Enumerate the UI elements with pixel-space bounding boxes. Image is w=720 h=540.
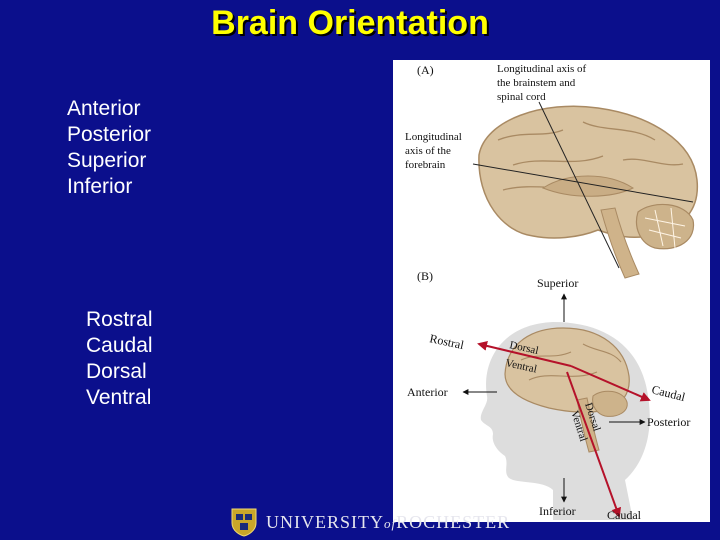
term-posterior: Posterior bbox=[67, 123, 152, 146]
term-rostral: Rostral bbox=[86, 308, 153, 331]
brainstem-axis-label-2: the brainstem and bbox=[497, 77, 576, 89]
brainstem-axis-line bbox=[538, 101, 620, 269]
caudal-brainstem-axis bbox=[566, 371, 621, 518]
rostral-axis bbox=[477, 340, 572, 367]
anterior-label: Anterior bbox=[407, 385, 448, 399]
brainstem-axis-label-3: spinal cord bbox=[497, 91, 546, 103]
university-name-of: of bbox=[384, 516, 397, 531]
university-footer: UNIVERSITYofROCHESTER bbox=[230, 507, 560, 537]
slide-title: Brain Orientation bbox=[211, 4, 489, 42]
panel-b-label: (B) bbox=[417, 269, 433, 283]
brain-orientation-figure: (A) Longitudinal axis of the brainstem a… bbox=[393, 60, 710, 522]
figure-svg: (A) Longitudinal axis of the brainstem a… bbox=[405, 63, 699, 522]
rostral-label: Rostral bbox=[428, 331, 465, 352]
panel-a-label: (A) bbox=[417, 63, 434, 77]
term-anterior: Anterior bbox=[67, 97, 141, 120]
term-superior: Superior bbox=[67, 149, 147, 172]
term-inferior: Inferior bbox=[67, 175, 133, 198]
university-name-part1: UNIVERSITY bbox=[266, 512, 384, 532]
caudal-top-label: Caudal bbox=[650, 382, 687, 404]
brainstem-axis-label-1: Longitudinal axis of bbox=[497, 63, 587, 75]
term-dorsal: Dorsal bbox=[86, 360, 147, 383]
forebrain-axis-label-1: Longitudinal bbox=[405, 131, 462, 143]
forebrain-axis-label-2: axis of the bbox=[405, 145, 451, 157]
dorsal-forebrain-label: Dorsal bbox=[508, 339, 539, 357]
inferior-label: Inferior bbox=[539, 504, 576, 518]
term-ventral: Ventral bbox=[86, 386, 152, 409]
sagittal-brain-illustration bbox=[478, 105, 699, 279]
head-silhouette-illustration bbox=[480, 322, 650, 520]
neuro-terms-list: Rostral Caudal Dorsal Ventral bbox=[86, 307, 153, 411]
term-caudal: Caudal bbox=[86, 334, 153, 357]
forebrain-axis-line bbox=[472, 163, 694, 203]
superior-label: Superior bbox=[537, 276, 578, 290]
caudal-bottom-label: Caudal bbox=[607, 508, 642, 522]
university-name-part2: ROCHESTER bbox=[396, 512, 511, 532]
posterior-label: Posterior bbox=[647, 415, 690, 429]
forebrain-axis-label-3: forebrain bbox=[405, 159, 446, 171]
caudal-forebrain-axis bbox=[570, 365, 651, 402]
anatomical-terms-list: Anterior Posterior Superior Inferior bbox=[67, 96, 151, 200]
university-crest-icon bbox=[231, 508, 257, 537]
university-name: UNIVERSITYofROCHESTER bbox=[266, 512, 510, 533]
